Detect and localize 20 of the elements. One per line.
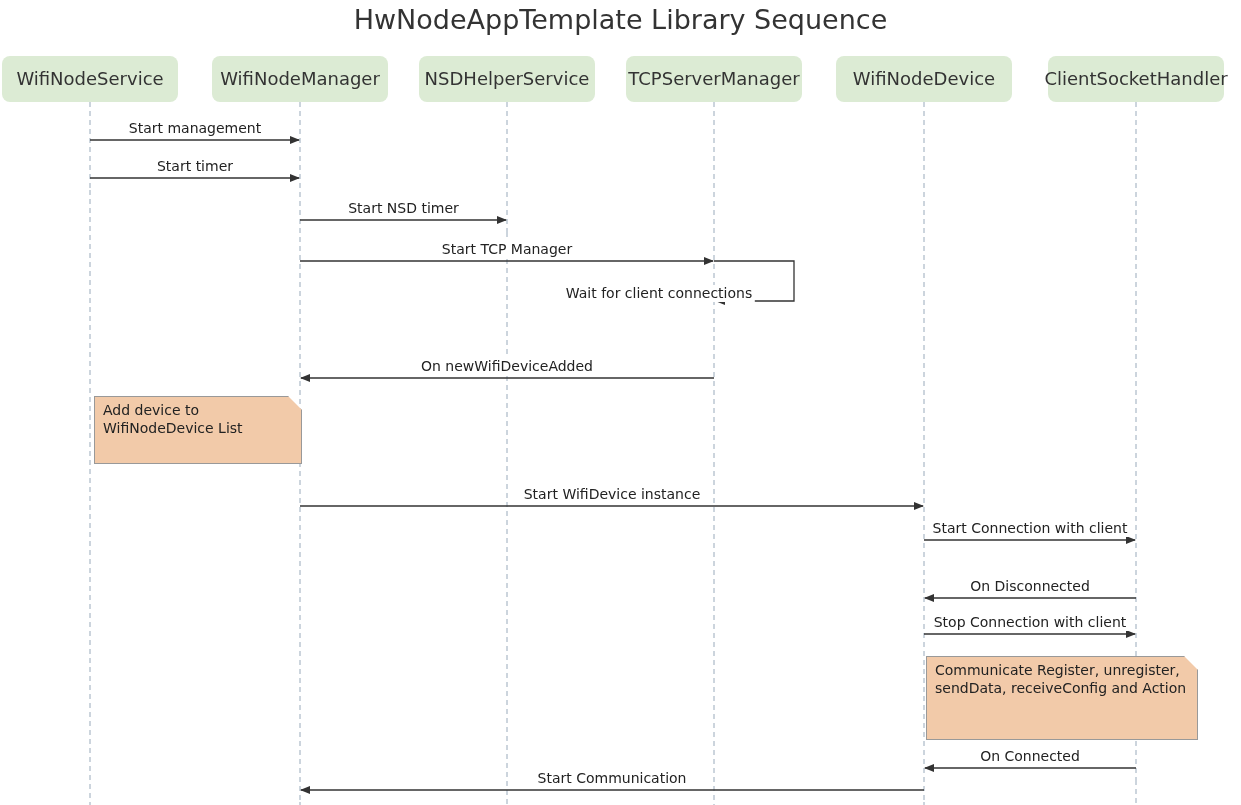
message-arrow [89,174,300,182]
message-arrow [299,216,507,224]
message-arrow [923,630,1136,638]
participant-box: NSDHelperService [419,56,595,102]
message-arrow [924,594,1137,602]
message-arrow [923,536,1136,544]
message-arrow [300,786,925,794]
participant-box: WifiNodeService [2,56,178,102]
note-box: Add device to WifiNodeDevice List [94,396,302,464]
message-arrow [89,136,300,144]
message-arrow [300,374,715,382]
diagram-title: HwNodeAppTemplate Library Sequence [352,4,889,35]
message-arrow [924,764,1137,772]
message-arrow [299,257,714,265]
lifeline [419,56,595,232]
participant-box: TCPServerManager [626,56,802,102]
participant-box: WifiNodeDevice [836,56,1012,102]
message-arrow [299,502,924,510]
note-box: Communicate Register, unregister, sendData, receiveConfig and Action [926,656,1198,740]
participant-box: WifiNodeManager [212,56,388,102]
